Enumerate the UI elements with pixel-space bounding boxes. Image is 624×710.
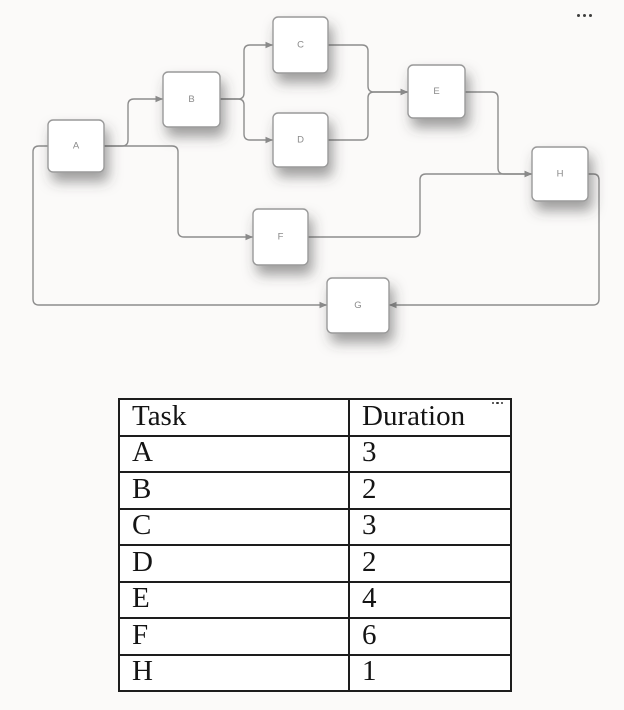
task-network-diagram: A B C D E F G H — [32, 14, 600, 334]
edges-layer — [32, 41, 600, 309]
duration-cell: 3 — [348, 434, 512, 473]
duration-cell: 2 — [348, 471, 512, 510]
dot — [582, 14, 586, 18]
node-B-label: B — [188, 94, 194, 105]
edge-B-C — [220, 44, 273, 100]
node-C-box — [272, 16, 329, 74]
node-H-label: H — [557, 169, 564, 180]
task-cell: A — [118, 434, 350, 473]
edge-H-G — [389, 173, 600, 306]
arrowhead-A-F — [245, 233, 253, 241]
nodes-layer: A B C D E F G H — [47, 16, 589, 334]
col-header-task: Task — [118, 398, 350, 437]
node-A-label: A — [73, 141, 80, 152]
dot — [492, 402, 495, 405]
node-D-box — [272, 112, 329, 168]
arrowhead-A-G — [319, 301, 327, 309]
task-cell: H — [118, 653, 350, 692]
dot — [500, 402, 503, 405]
edge-C-E — [328, 44, 408, 93]
task-cell: B — [118, 471, 350, 510]
edge-A-F — [104, 145, 253, 238]
node-E-label: E — [433, 86, 439, 97]
arrowhead-A-B — [155, 95, 163, 103]
diagram-canvas: A B C D E F G H — [32, 16, 600, 334]
node-A-box — [47, 119, 105, 173]
arrowhead-F-H — [524, 170, 532, 178]
dot — [496, 402, 499, 405]
duration-cell: 1 — [348, 653, 512, 692]
node-F-label: F — [278, 232, 284, 243]
node-B-box — [162, 71, 221, 128]
node-H-box — [531, 146, 589, 202]
duration-cell: 6 — [348, 617, 512, 656]
node-C-label: C — [297, 40, 304, 51]
node-G-label: G — [354, 300, 361, 311]
edge-E-H — [465, 91, 532, 175]
node-E-box — [407, 64, 466, 119]
col-header-duration: Duration — [348, 398, 512, 437]
node-G-box — [326, 277, 390, 334]
edge-A-G — [32, 145, 327, 306]
duration-cell: 3 — [348, 507, 512, 546]
node-D-label: D — [297, 135, 304, 146]
duration-cell: 4 — [348, 580, 512, 619]
dot — [577, 14, 581, 18]
table-header-row: Task Duration — [118, 398, 512, 437]
arrowhead-H-G — [389, 301, 397, 309]
node-F-box — [252, 208, 309, 266]
task-cell: C — [118, 507, 350, 546]
arrowhead-D-E — [400, 88, 408, 96]
edge-B-D — [220, 98, 273, 141]
task-cell: F — [118, 617, 350, 656]
edge-A-B — [104, 98, 163, 147]
task-cell: E — [118, 580, 350, 619]
ellipsis-icon[interactable] — [577, 14, 592, 18]
ellipsis-icon[interactable] — [492, 402, 503, 405]
duration-cell: 2 — [348, 544, 512, 583]
edge-D-E — [328, 91, 408, 141]
arrowhead-B-C — [265, 41, 273, 49]
dot — [588, 14, 592, 18]
edge-F-H — [308, 173, 532, 238]
arrowhead-B-D — [265, 136, 273, 144]
task-cell: D — [118, 544, 350, 583]
